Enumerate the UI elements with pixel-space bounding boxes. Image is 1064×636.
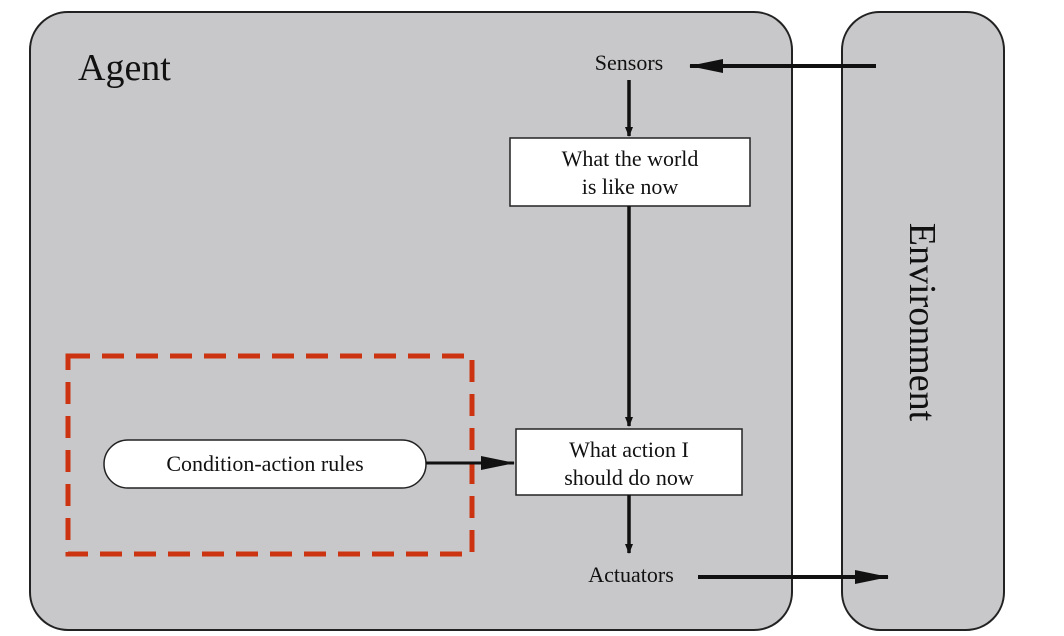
action-line2: should do now — [564, 465, 694, 490]
environment-title: Environment — [901, 223, 943, 422]
action-line1: What action I — [569, 437, 689, 462]
world-state-line2: is like now — [582, 174, 679, 199]
rules-highlight-box — [65, 353, 475, 557]
world-state-box — [509, 137, 751, 207]
rules-label: Condition-action rules — [166, 451, 363, 476]
world-state-line1: What the world — [562, 146, 699, 171]
action-box — [515, 428, 743, 496]
sensors-label: Sensors — [595, 50, 663, 75]
agent-panel — [29, 11, 793, 631]
environment-panel — [841, 11, 1005, 631]
actuators-label: Actuators — [588, 562, 674, 587]
agent-title: Agent — [78, 47, 171, 89]
